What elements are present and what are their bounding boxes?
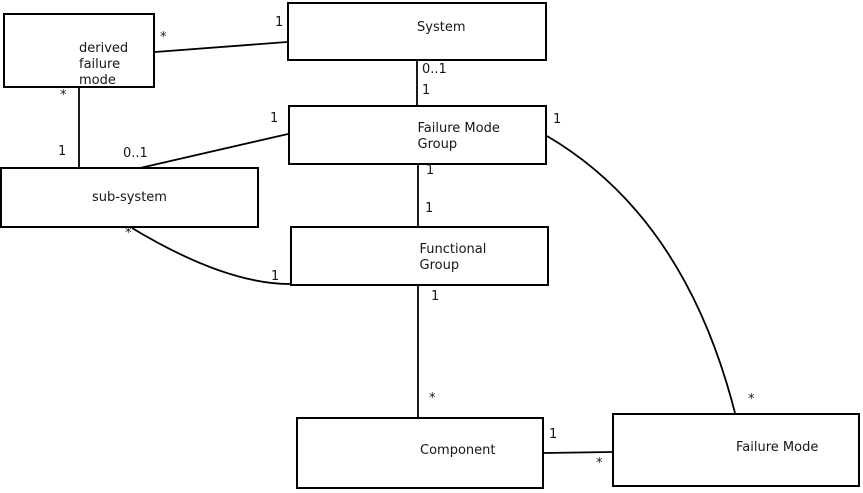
edge-failure-mode-group-sub-system [139, 133, 289, 169]
multiplicity-derived-failure-mode-end-of-system-link: * [160, 30, 167, 45]
entity-label-failure-mode-group: Failure Mode Group [417, 121, 500, 152]
entity-label-system: System [417, 20, 466, 35]
entity-system[interactable]: System [287, 2, 547, 61]
multiplicity-failure-mode-end-of-component-link: * [596, 456, 603, 471]
entity-label-component: Component [420, 443, 496, 458]
edge-sub-system-functional-group [131, 227, 291, 285]
multiplicity-failure-mode-end-of-failure-mode-group-link: * [748, 392, 755, 407]
multiplicity-failure-mode-group-end-of-functional-group-link: 1 [426, 163, 435, 178]
entity-failure-mode[interactable]: Failure Mode [612, 413, 860, 487]
multiplicity-system-end-of-failure-mode-group-link: 0..1 [422, 62, 447, 77]
edge-component-failure-mode [543, 451, 613, 454]
edge-derived-failure-mode-system [154, 41, 288, 53]
edge-failure-mode-group-failure-mode [546, 135, 736, 414]
multiplicity-functional-group-end-of-component-link: 1 [431, 289, 440, 304]
multiplicity-component-end-of-failure-mode-link: 1 [549, 427, 558, 442]
multiplicity-sub-system-end-of-failure-mode-group-link: 0..1 [123, 146, 148, 161]
multiplicity-sub-system-end-of-derived-link: 1 [58, 144, 67, 159]
multiplicity-sub-system-end-of-functional-group-link: * [125, 226, 132, 241]
multiplicity-failure-mode-group-end-of-sub-system-link: 1 [270, 111, 279, 126]
entity-component[interactable]: Component [296, 417, 544, 489]
entity-label-sub-system: sub-system [92, 190, 167, 205]
multiplicity-functional-group-end-of-failure-mode-group-link: 1 [425, 201, 434, 216]
entity-derived-failure-mode[interactable]: derived failure mode [3, 13, 155, 88]
entity-label-functional-group: Functional Group [419, 242, 487, 273]
multiplicity-functional-group-end-of-sub-system-link: 1 [271, 269, 280, 284]
entity-functional-group[interactable]: Functional Group [290, 226, 549, 286]
entity-failure-mode-group[interactable]: Failure Mode Group [288, 105, 547, 165]
entity-label-derived-failure-mode: derived failure mode [79, 41, 129, 88]
entity-label-failure-mode: Failure Mode [736, 440, 819, 455]
multiplicity-failure-mode-group-end-of-system-link: 1 [422, 83, 431, 98]
multiplicity-failure-mode-group-end-of-failure-mode-link: 1 [553, 112, 562, 127]
multiplicity-system-end-of-derived-link: 1 [275, 15, 284, 30]
multiplicity-component-end-of-functional-group-link: * [429, 391, 436, 406]
multiplicity-derived-failure-mode-end-of-sub-system-link: * [60, 88, 67, 103]
entity-sub-system[interactable]: sub-system [0, 167, 259, 228]
